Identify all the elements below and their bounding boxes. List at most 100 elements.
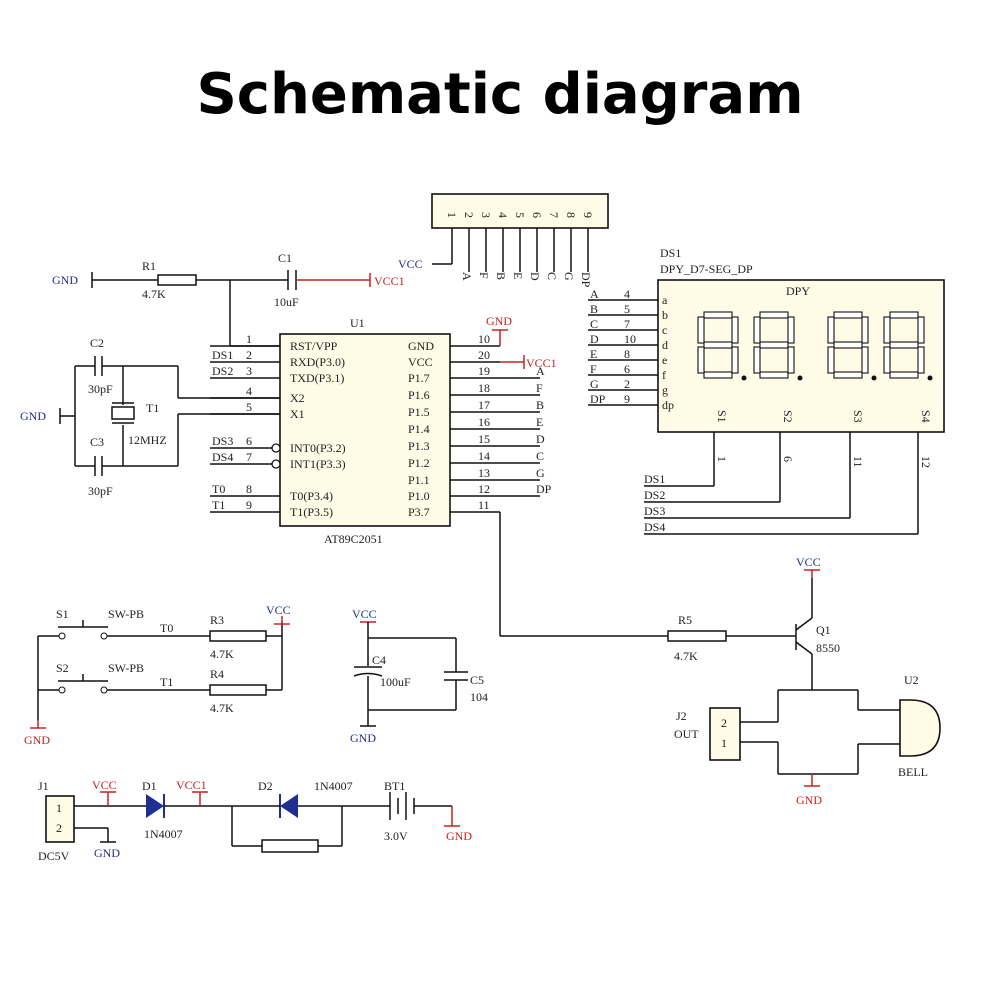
header-pin-number: 6: [530, 212, 544, 218]
j1-vcc-label: VCC: [92, 778, 117, 792]
r1-ref: R1: [142, 259, 156, 273]
digit-common-pin: 1: [715, 456, 729, 462]
r3-ref: R3: [210, 613, 224, 627]
digit-common-name: S1: [715, 410, 729, 423]
u1-left-net-label: DS4: [212, 450, 233, 464]
c1-ref: C1: [278, 251, 292, 265]
u1-pin-name: X1: [290, 407, 305, 421]
j2-pin-1: 1: [721, 736, 727, 750]
u1-pin-number: 7: [246, 450, 252, 464]
header-pin-number: 2: [462, 212, 476, 218]
ds1-net-label: A: [590, 287, 599, 301]
u1-pin-number: 13: [478, 466, 490, 480]
header-net-label: F: [477, 272, 491, 279]
ds1-pin-number: 8: [624, 347, 630, 361]
ds1-net-label: F: [590, 362, 597, 376]
u1-ref: U1: [350, 316, 365, 330]
u1-pin-number: 16: [478, 415, 490, 429]
switch-network: GND S1 SW-PB T0 R3 4.7K S2 SW-PB T1 R4 4…: [24, 603, 291, 747]
u1-right-net-label: A: [536, 364, 545, 378]
u1-right-net-label: D: [536, 432, 545, 446]
u1-right-net-label: C: [536, 449, 544, 463]
u1-left-net-label: T0: [212, 482, 225, 496]
bell-gnd-label: GND: [796, 793, 822, 807]
ds1-net-label: C: [590, 317, 598, 331]
ds-net-label: DS4: [644, 520, 665, 534]
c5-ref: C5: [470, 673, 484, 687]
u1-pin-name: P1.7: [408, 371, 430, 385]
j2-pin-2: 2: [721, 716, 727, 730]
u1-pin-name: P1.0: [408, 489, 430, 503]
u1-pin-number: 3: [246, 364, 252, 378]
u1-pin-number: 12: [478, 482, 490, 496]
decimal-point: [797, 375, 803, 381]
power-input: 1 2 J1 DC5V GND VCC D1 1N4007 VCC1 D2 1N…: [38, 778, 472, 863]
t1-value: 12MHZ: [128, 433, 167, 447]
ds1-seg-label: dp: [662, 398, 674, 412]
u1-part: AT89C2051: [324, 532, 383, 546]
u1-pin-number: 10: [478, 332, 490, 346]
bt1-value: 3.0V: [384, 829, 408, 843]
digit-2: [753, 311, 803, 381]
decimal-point: [927, 375, 933, 381]
d1-vcc1-label: VCC1: [176, 778, 207, 792]
j1-gnd-label: GND: [94, 846, 120, 860]
u1-pin-number: 14: [478, 449, 490, 463]
ds1-net-label: D: [590, 332, 599, 346]
q1-ref: Q1: [816, 623, 831, 637]
u1-pin-number: 2: [246, 348, 252, 362]
bt1-gnd-label: GND: [446, 829, 472, 843]
cap-gnd-label: GND: [350, 731, 376, 745]
s1-type: SW-PB: [108, 607, 144, 621]
decoupling-caps: VCC C4 100uF C5 104 GND: [350, 607, 488, 745]
s2-net-t1: T1: [160, 675, 173, 689]
u1-pin-number: 17: [478, 398, 490, 412]
u1-pin-name: P1.3: [408, 439, 430, 453]
header-pin-number: 8: [564, 212, 578, 218]
u1-pin-name: TXD(P3.1): [290, 371, 344, 385]
r4-resistor: [209, 684, 267, 696]
r1-network: GND R1 4.7K C1 10uF VCC1: [52, 251, 405, 347]
u1-pin-number: 11: [478, 498, 490, 512]
ds-net-label: DS3: [644, 504, 665, 518]
ds1-pin-number: 5: [624, 302, 630, 316]
j1-pin-2: 2: [56, 821, 62, 835]
u1-right-net-label: E: [536, 415, 543, 429]
u1-pin-number: 5: [246, 400, 252, 414]
ds1-pin-number: 9: [624, 392, 630, 406]
u1-pin-name: GND: [408, 339, 434, 353]
u1-pin-name: X2: [290, 391, 305, 405]
header-vcc-label: VCC: [398, 257, 423, 271]
u1-pin-name: INT1(P3.3): [290, 457, 346, 471]
c4-value: 100uF: [380, 675, 411, 689]
ds1-digit-group: [697, 311, 933, 381]
header-net-label: G: [562, 272, 576, 281]
j1-dc5v: DC5V: [38, 849, 70, 863]
header-pin-number: 5: [513, 212, 527, 218]
j2-connector: [709, 707, 741, 761]
j2-out: OUT: [674, 727, 699, 741]
ds1-part: DPY_D7-SEG_DP: [660, 262, 753, 276]
digit-common-name: S2: [781, 410, 795, 423]
r1-gnd-label: GND: [52, 273, 78, 287]
u1-gnd-label: GND: [486, 314, 512, 328]
xtal-gnd-label: GND: [20, 409, 46, 423]
d2-ref: D2: [258, 779, 273, 793]
bt1-ref: BT1: [384, 779, 405, 793]
r4-ref: R4: [210, 667, 224, 681]
r4-value: 4.7K: [210, 701, 234, 715]
s1-ref: S1: [56, 607, 69, 621]
r5-resistor: [667, 630, 727, 642]
u1-left-net-label: DS1: [212, 348, 233, 362]
u1-pin-number: 15: [478, 432, 490, 446]
q1-value: 8550: [816, 641, 840, 655]
u1-pin-name: T1(P3.5): [290, 505, 333, 519]
ds1-seg-label: d: [662, 338, 668, 352]
header-net-label: A: [460, 272, 474, 281]
u1-pin-number: 20: [478, 348, 490, 362]
